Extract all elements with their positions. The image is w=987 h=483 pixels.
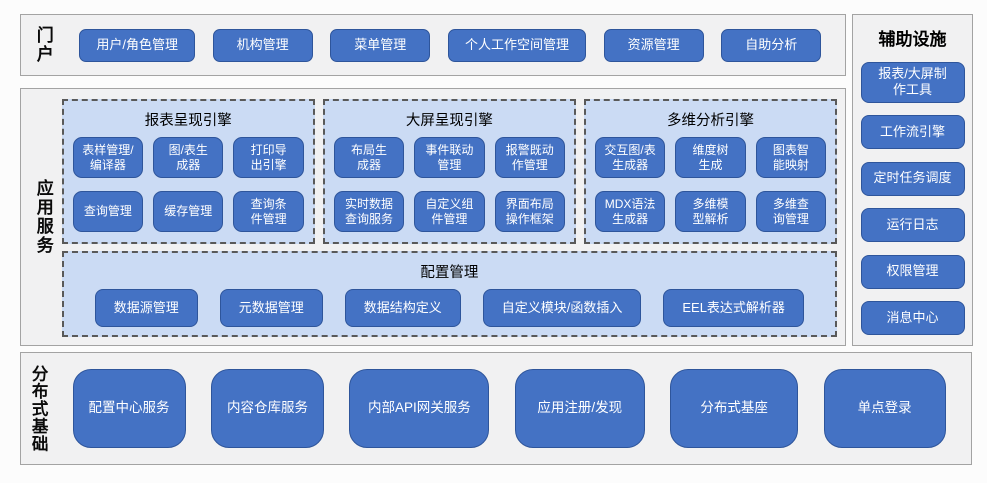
aux-facilities-section: 辅助设施 报表/大屏制 作工具 工作流引擎 定时任务调度 运行日志 权限管理 消… [852,14,973,346]
bigscreen-engine-panel: 大屏呈现引擎 布局生 成器 事件联动 管理 报警既动 作管理 实时数据 查询服务… [322,99,576,244]
portal-node-resource-mgmt: 资源管理 [603,28,704,62]
dist-node-distributed-base: 分布式基座 [670,369,799,448]
config-node-datasource-mgmt: 数据源管理 [94,289,198,327]
aux-facilities-title: 辅助设施 [878,30,947,49]
app-services-content: 报表呈现引擎 表样管理/ 编译器 图/表生 成器 打印导 出引擎 查询管理 缓存… [61,89,845,345]
engine-node: 布局生 成器 [333,137,405,178]
engine-title: 多维分析引擎 [666,113,754,129]
engine-node: 缓存管理 [153,191,224,232]
engine-node: 自定义组 件管理 [414,191,485,232]
engine-node: 事件联动 管理 [414,137,485,178]
aux-node-message-center: 消息中心 [860,301,965,335]
dist-node-sso: 单点登录 [823,369,946,448]
dist-node-content-repo: 内容仓库服务 [210,369,324,448]
engine-grid: 交互图/表 生成器 维度树 生成 图表智 能映射 MDX语法 生成器 多维模 型… [594,137,826,232]
engine-node: 交互图/表 生成器 [594,137,666,178]
distributed-foundation-label: 分布式基础 [29,364,48,453]
engine-node: 图/表生 成器 [153,137,224,178]
distributed-row: 配置中心服务 内容仓库服务 内部API网关服务 应用注册/发现 分布式基座 单点… [47,369,971,448]
dist-node-api-gateway: 内部API网关服务 [349,369,490,448]
dist-node-config-center: 配置中心服务 [72,369,186,448]
distributed-foundation-section: 分布式基础 配置中心服务 内容仓库服务 内部API网关服务 应用注册/发现 分布… [20,352,972,465]
config-node-eel-parser: EEL表达式解析器 [663,289,804,327]
engine-node: 图表智 能映射 [755,137,826,178]
aux-column: 报表/大屏制 作工具 工作流引擎 定时任务调度 运行日志 权限管理 消息中心 [860,62,965,335]
portal-node-org-mgmt: 机构管理 [212,28,313,62]
engines-row: 报表呈现引擎 表样管理/ 编译器 图/表生 成器 打印导 出引擎 查询管理 缓存… [61,99,838,244]
engine-grid: 表样管理/ 编译器 图/表生 成器 打印导 出引擎 查询管理 缓存管理 查询条 … [72,137,304,232]
app-services-section-label: 应用服务 [33,179,53,255]
config-node-custom-module: 自定义模块/函数插入 [482,289,642,327]
config-mgmt-panel: 配置管理 数据源管理 元数据管理 数据结构定义 自定义模块/函数插入 EEL表达… [61,251,837,337]
aux-node-report-bigscreen-tool: 报表/大屏制 作工具 [860,62,965,103]
aux-node-run-logs: 运行日志 [860,208,965,242]
portal-node-menu-mgmt: 菜单管理 [330,28,431,62]
engine-node: 界面布局 操作框架 [494,191,565,232]
portal-section-label: 门户 [33,26,53,64]
aux-node-workflow-engine: 工作流引擎 [860,115,965,149]
portal-row: 用户/角色管理 机构管理 菜单管理 个人工作空间管理 资源管理 自助分析 [62,28,845,62]
aux-node-permission-mgmt: 权限管理 [860,254,965,289]
aux-node-scheduled-tasks: 定时任务调度 [860,161,965,196]
config-node-data-structure: 数据结构定义 [344,289,461,327]
app-services-section: 应用服务 报表呈现引擎 表样管理/ 编译器 图/表生 成器 打印导 出引擎 查询… [20,88,846,346]
portal-node-workspace-mgmt: 个人工作空间管理 [447,28,586,62]
portal-node-self-analysis: 自助分析 [721,28,822,62]
engine-node: 表样管理/ 编译器 [72,137,144,178]
portal-section: 门户 用户/角色管理 机构管理 菜单管理 个人工作空间管理 资源管理 自助分析 [20,14,846,76]
engine-node: 打印导 出引擎 [233,137,304,178]
config-panel-title: 配置管理 [420,265,479,281]
engine-node: 实时数据 查询服务 [333,191,405,232]
portal-node-user-role-mgmt: 用户/角色管理 [79,28,195,62]
engine-title: 报表呈现引擎 [144,113,232,129]
engine-node: 查询条 件管理 [233,191,304,232]
engine-node: 多维查 询管理 [755,191,826,232]
engine-node: 维度树 生成 [675,137,746,178]
engine-grid: 布局生 成器 事件联动 管理 报警既动 作管理 实时数据 查询服务 自定义组 件… [333,137,565,232]
engine-node: 多维模 型解析 [675,191,746,232]
dist-node-app-registry: 应用注册/发现 [514,369,645,448]
engine-node: 查询管理 [72,191,144,232]
engine-title: 大屏呈现引擎 [405,113,493,129]
engine-node: MDX语法 生成器 [594,191,666,232]
engine-node: 报警既动 作管理 [494,137,565,178]
olap-engine-panel: 多维分析引擎 交互图/表 生成器 维度树 生成 图表智 能映射 MDX语法 生成… [583,99,838,244]
report-engine-panel: 报表呈现引擎 表样管理/ 编译器 图/表生 成器 打印导 出引擎 查询管理 缓存… [61,99,315,244]
config-node-metadata-mgmt: 元数据管理 [219,289,323,327]
config-row: 数据源管理 元数据管理 数据结构定义 自定义模块/函数插入 EEL表达式解析器 [73,289,826,327]
